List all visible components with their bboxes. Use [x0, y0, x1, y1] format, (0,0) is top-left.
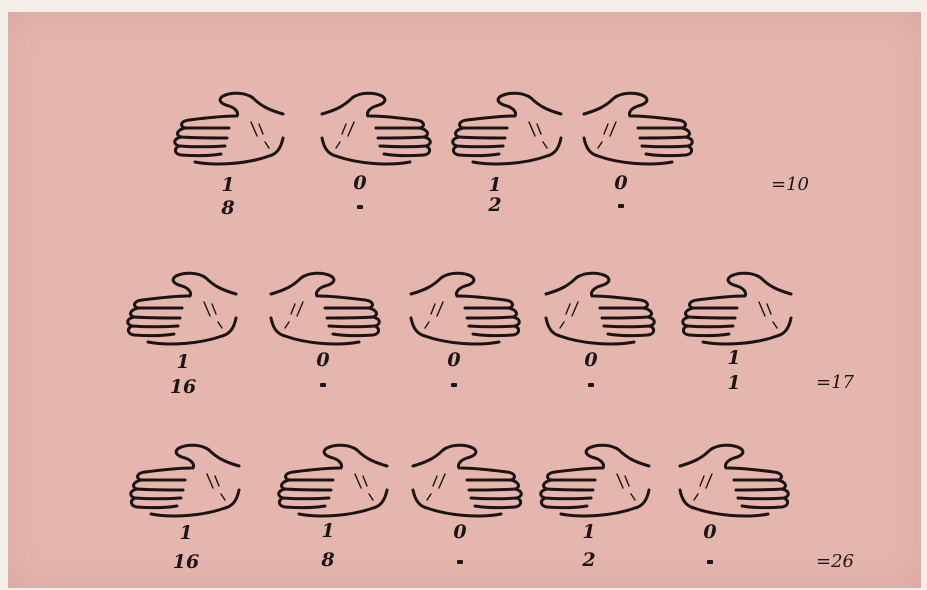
place-value-dash	[457, 560, 463, 564]
digit-label: 0	[424, 350, 484, 370]
hand-icon	[538, 264, 664, 348]
hand-icon	[403, 264, 529, 348]
digit-label: 0	[561, 350, 621, 370]
digit-label: 1	[704, 348, 764, 368]
place-value-label: 2	[465, 195, 525, 215]
hand-icon	[118, 264, 244, 348]
place-value-dash	[588, 383, 594, 387]
place-value-label: 2	[559, 550, 619, 570]
hand-icon	[576, 84, 702, 168]
hand-icon	[531, 436, 657, 520]
row-result: =26	[816, 552, 854, 572]
hand-icon	[443, 84, 569, 168]
digit-label: 1	[153, 352, 213, 372]
hand-icon	[673, 264, 799, 348]
place-value-dash	[357, 205, 363, 209]
place-value-label: 16	[153, 377, 213, 397]
place-value-label: 8	[298, 550, 358, 570]
hand-icon	[269, 436, 395, 520]
place-value-dash	[618, 204, 624, 208]
hand-icon	[263, 264, 389, 348]
digit-label: 1	[198, 175, 258, 195]
place-value-dash	[451, 383, 457, 387]
place-value-dash	[707, 560, 713, 564]
place-value-label: 16	[156, 552, 216, 572]
digit-label: 0	[293, 350, 353, 370]
row-result: =17	[816, 373, 854, 393]
digit-label: 1	[559, 522, 619, 542]
place-value-label: 8	[198, 198, 258, 218]
place-value-dash	[320, 383, 326, 387]
hand-icon	[405, 436, 531, 520]
hand-icon	[165, 84, 291, 168]
hand-icon	[121, 436, 247, 520]
digit-label: 0	[591, 173, 651, 193]
hand-icon	[672, 436, 798, 520]
finger-counting-diagram: 1 8 0 1 2 0 =10	[8, 12, 921, 588]
place-value-label: 1	[704, 373, 764, 393]
digit-label: 1	[156, 523, 216, 543]
hand-icon	[314, 84, 440, 168]
digit-label: 0	[680, 522, 740, 542]
digit-label: 1	[465, 175, 525, 195]
digit-label: 1	[298, 521, 358, 541]
digit-label: 0	[430, 522, 490, 542]
row-result: =10	[771, 175, 809, 195]
digit-label: 0	[330, 173, 390, 193]
